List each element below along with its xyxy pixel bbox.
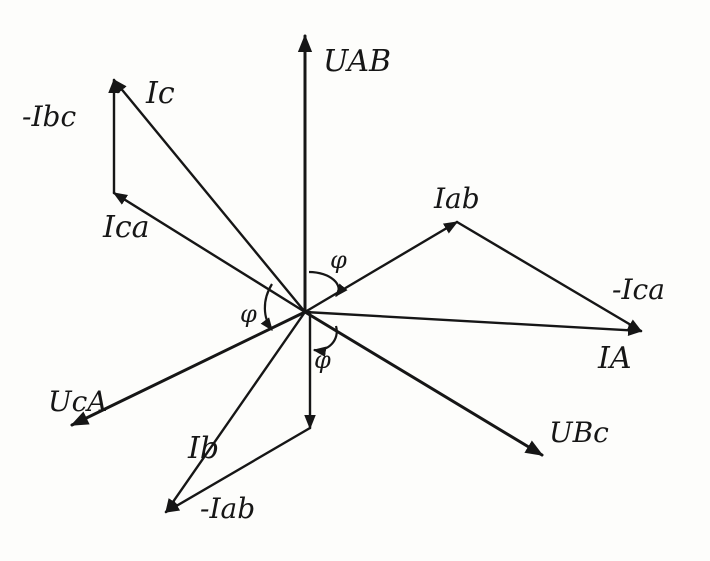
i-a-vector <box>303 310 643 337</box>
minus-i-ab-label: -Iab <box>200 492 255 525</box>
phi-arc-lower <box>312 325 338 357</box>
phi-left-label: φ <box>240 300 257 328</box>
i-ab-vector <box>303 220 459 314</box>
phi-arc-left <box>260 283 273 332</box>
i-b-vector <box>164 310 307 514</box>
i-c-label: Ic <box>145 76 175 111</box>
minus-i-ca-vector <box>455 220 643 333</box>
i-ca-vector <box>112 191 307 314</box>
phi-arc-upper <box>308 270 348 298</box>
i-ab-label: Iab <box>433 182 480 215</box>
u-ab-label: UAB <box>323 44 391 79</box>
minus-i-ca-label: -Ica <box>612 273 665 306</box>
i-c-vector <box>112 78 307 314</box>
phi-lower-label: φ <box>314 346 331 374</box>
phi-upper-label: φ <box>330 246 347 274</box>
minus-i-bc-label: -Ibc <box>22 100 76 133</box>
u-bc-label: UBc <box>549 416 609 449</box>
i-a-label: IA <box>597 341 632 376</box>
i-b-label: Ib <box>187 431 219 466</box>
i-ca-label: Ica <box>102 210 150 245</box>
u-bc-vector <box>303 310 544 457</box>
u-ca-label: UcA <box>48 385 108 418</box>
minus-i-ab-vector <box>164 426 312 514</box>
